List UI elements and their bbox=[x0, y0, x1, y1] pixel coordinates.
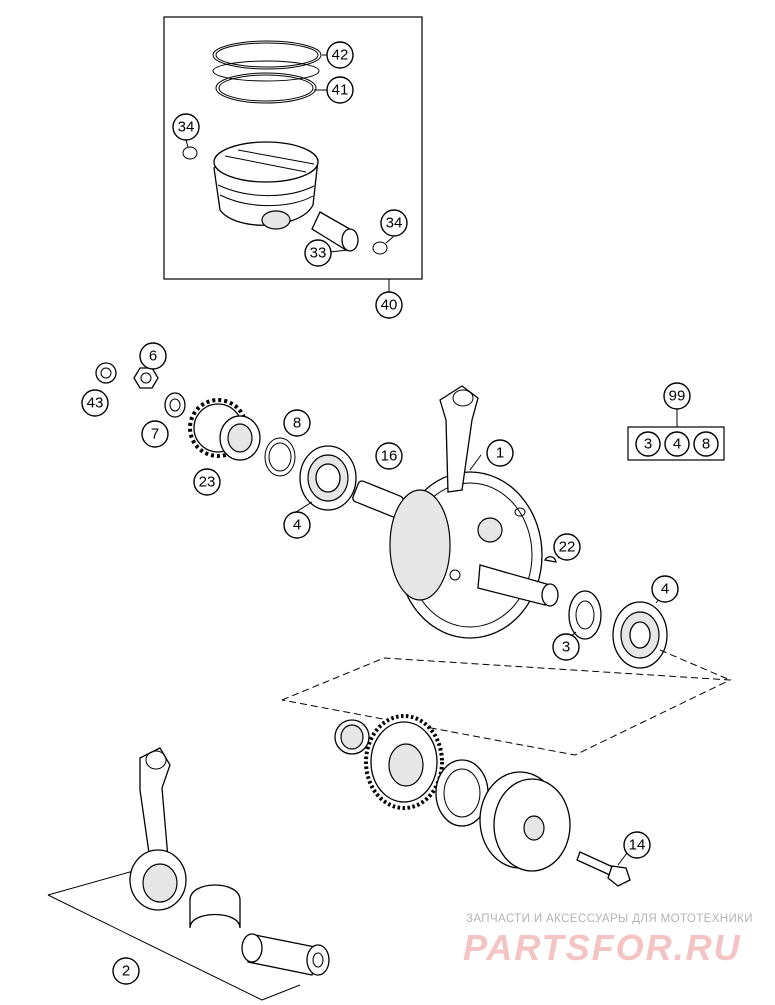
svg-text:42: 42 bbox=[332, 47, 349, 64]
watermark-brand: PARTSFOR.RU bbox=[463, 927, 742, 968]
washer-7 bbox=[164, 392, 186, 418]
svg-text:3: 3 bbox=[644, 436, 652, 453]
svg-text:8: 8 bbox=[702, 436, 710, 453]
woodruff-key-22 bbox=[543, 556, 557, 563]
bolt-14 bbox=[576, 851, 631, 887]
svg-text:43: 43 bbox=[87, 395, 104, 412]
washer-3 bbox=[568, 590, 602, 640]
ring-8 bbox=[264, 437, 296, 477]
callout-8: 8 bbox=[283, 409, 311, 437]
svg-text:8: 8 bbox=[293, 415, 301, 432]
svg-text:33: 33 bbox=[310, 245, 327, 262]
callout-34-right: 34 bbox=[380, 209, 408, 237]
conrod-kit-frame bbox=[47, 869, 301, 1001]
svg-text:22: 22 bbox=[559, 539, 576, 556]
callout-41: 41 bbox=[326, 76, 354, 104]
svg-text:7: 7 bbox=[151, 426, 159, 443]
callout-4-right: 4 bbox=[651, 575, 679, 603]
svg-text:3: 3 bbox=[562, 639, 570, 656]
kit-99-item-1: 3 bbox=[635, 431, 661, 457]
piston-pin bbox=[311, 211, 359, 252]
svg-text:1: 1 bbox=[496, 445, 504, 462]
callout-40: 40 bbox=[375, 291, 403, 319]
freewheel-cage bbox=[435, 759, 489, 827]
needle-bearing bbox=[334, 719, 370, 755]
circlip-34-right bbox=[372, 241, 388, 255]
piston bbox=[213, 141, 319, 230]
svg-text:41: 41 bbox=[332, 82, 349, 99]
svg-text:23: 23 bbox=[199, 474, 216, 491]
callout-43: 43 bbox=[81, 389, 109, 417]
svg-text:4: 4 bbox=[293, 517, 301, 534]
callout-99: 99 bbox=[663, 382, 691, 410]
watermark-tagline: ЗАПЧАСТИ И АКСЕССУАРЫ ДЛЯ МОТОТЕХНИКИ bbox=[466, 913, 753, 925]
svg-text:6: 6 bbox=[149, 348, 157, 365]
starter-gear bbox=[364, 714, 444, 810]
callout-16: 16 bbox=[375, 442, 403, 470]
kit-99-item-3: 8 bbox=[693, 431, 719, 457]
bearing-leader bbox=[659, 649, 731, 681]
callout-4-left: 4 bbox=[283, 511, 311, 539]
callout-3: 3 bbox=[552, 633, 580, 661]
sprag-assembly-frame bbox=[281, 657, 732, 756]
svg-text:16: 16 bbox=[381, 448, 398, 465]
svg-text:4: 4 bbox=[661, 581, 669, 598]
piston-ring-42 bbox=[212, 40, 322, 70]
hex-nut-6 bbox=[133, 367, 159, 389]
callout-7: 7 bbox=[141, 420, 169, 448]
piston-ring-41 bbox=[212, 60, 320, 104]
callout-2: 2 bbox=[112, 957, 140, 985]
svg-text:34: 34 bbox=[178, 119, 195, 136]
svg-text:34: 34 bbox=[386, 215, 403, 232]
callout-14: 14 bbox=[623, 831, 651, 859]
flywheel-rotor bbox=[479, 771, 571, 872]
bearing-4-right bbox=[612, 601, 668, 669]
svg-text:14: 14 bbox=[629, 837, 646, 854]
kit-99-item-2: 4 bbox=[664, 431, 690, 457]
svg-text:2: 2 bbox=[122, 963, 130, 980]
primary-gear-23 bbox=[188, 398, 261, 461]
callout-22: 22 bbox=[553, 533, 581, 561]
crankshaft-assembly bbox=[352, 385, 559, 639]
svg-text:40: 40 bbox=[381, 297, 398, 314]
piston-kit-frame bbox=[163, 16, 423, 280]
crank-pin bbox=[241, 933, 330, 976]
bearing-4-left bbox=[299, 445, 357, 511]
bearing-shells bbox=[189, 884, 241, 929]
callout-34-left: 34 bbox=[172, 113, 200, 141]
svg-text:4: 4 bbox=[673, 436, 681, 453]
circlip-34-left bbox=[182, 146, 198, 160]
callout-42: 42 bbox=[326, 41, 354, 69]
callout-33: 33 bbox=[304, 239, 332, 267]
connecting-rod bbox=[129, 747, 187, 911]
nut-43 bbox=[95, 362, 117, 384]
callout-6: 6 bbox=[139, 342, 167, 370]
callout-1: 1 bbox=[486, 439, 514, 467]
callout-23: 23 bbox=[193, 468, 221, 496]
svg-text:99: 99 bbox=[669, 388, 686, 405]
